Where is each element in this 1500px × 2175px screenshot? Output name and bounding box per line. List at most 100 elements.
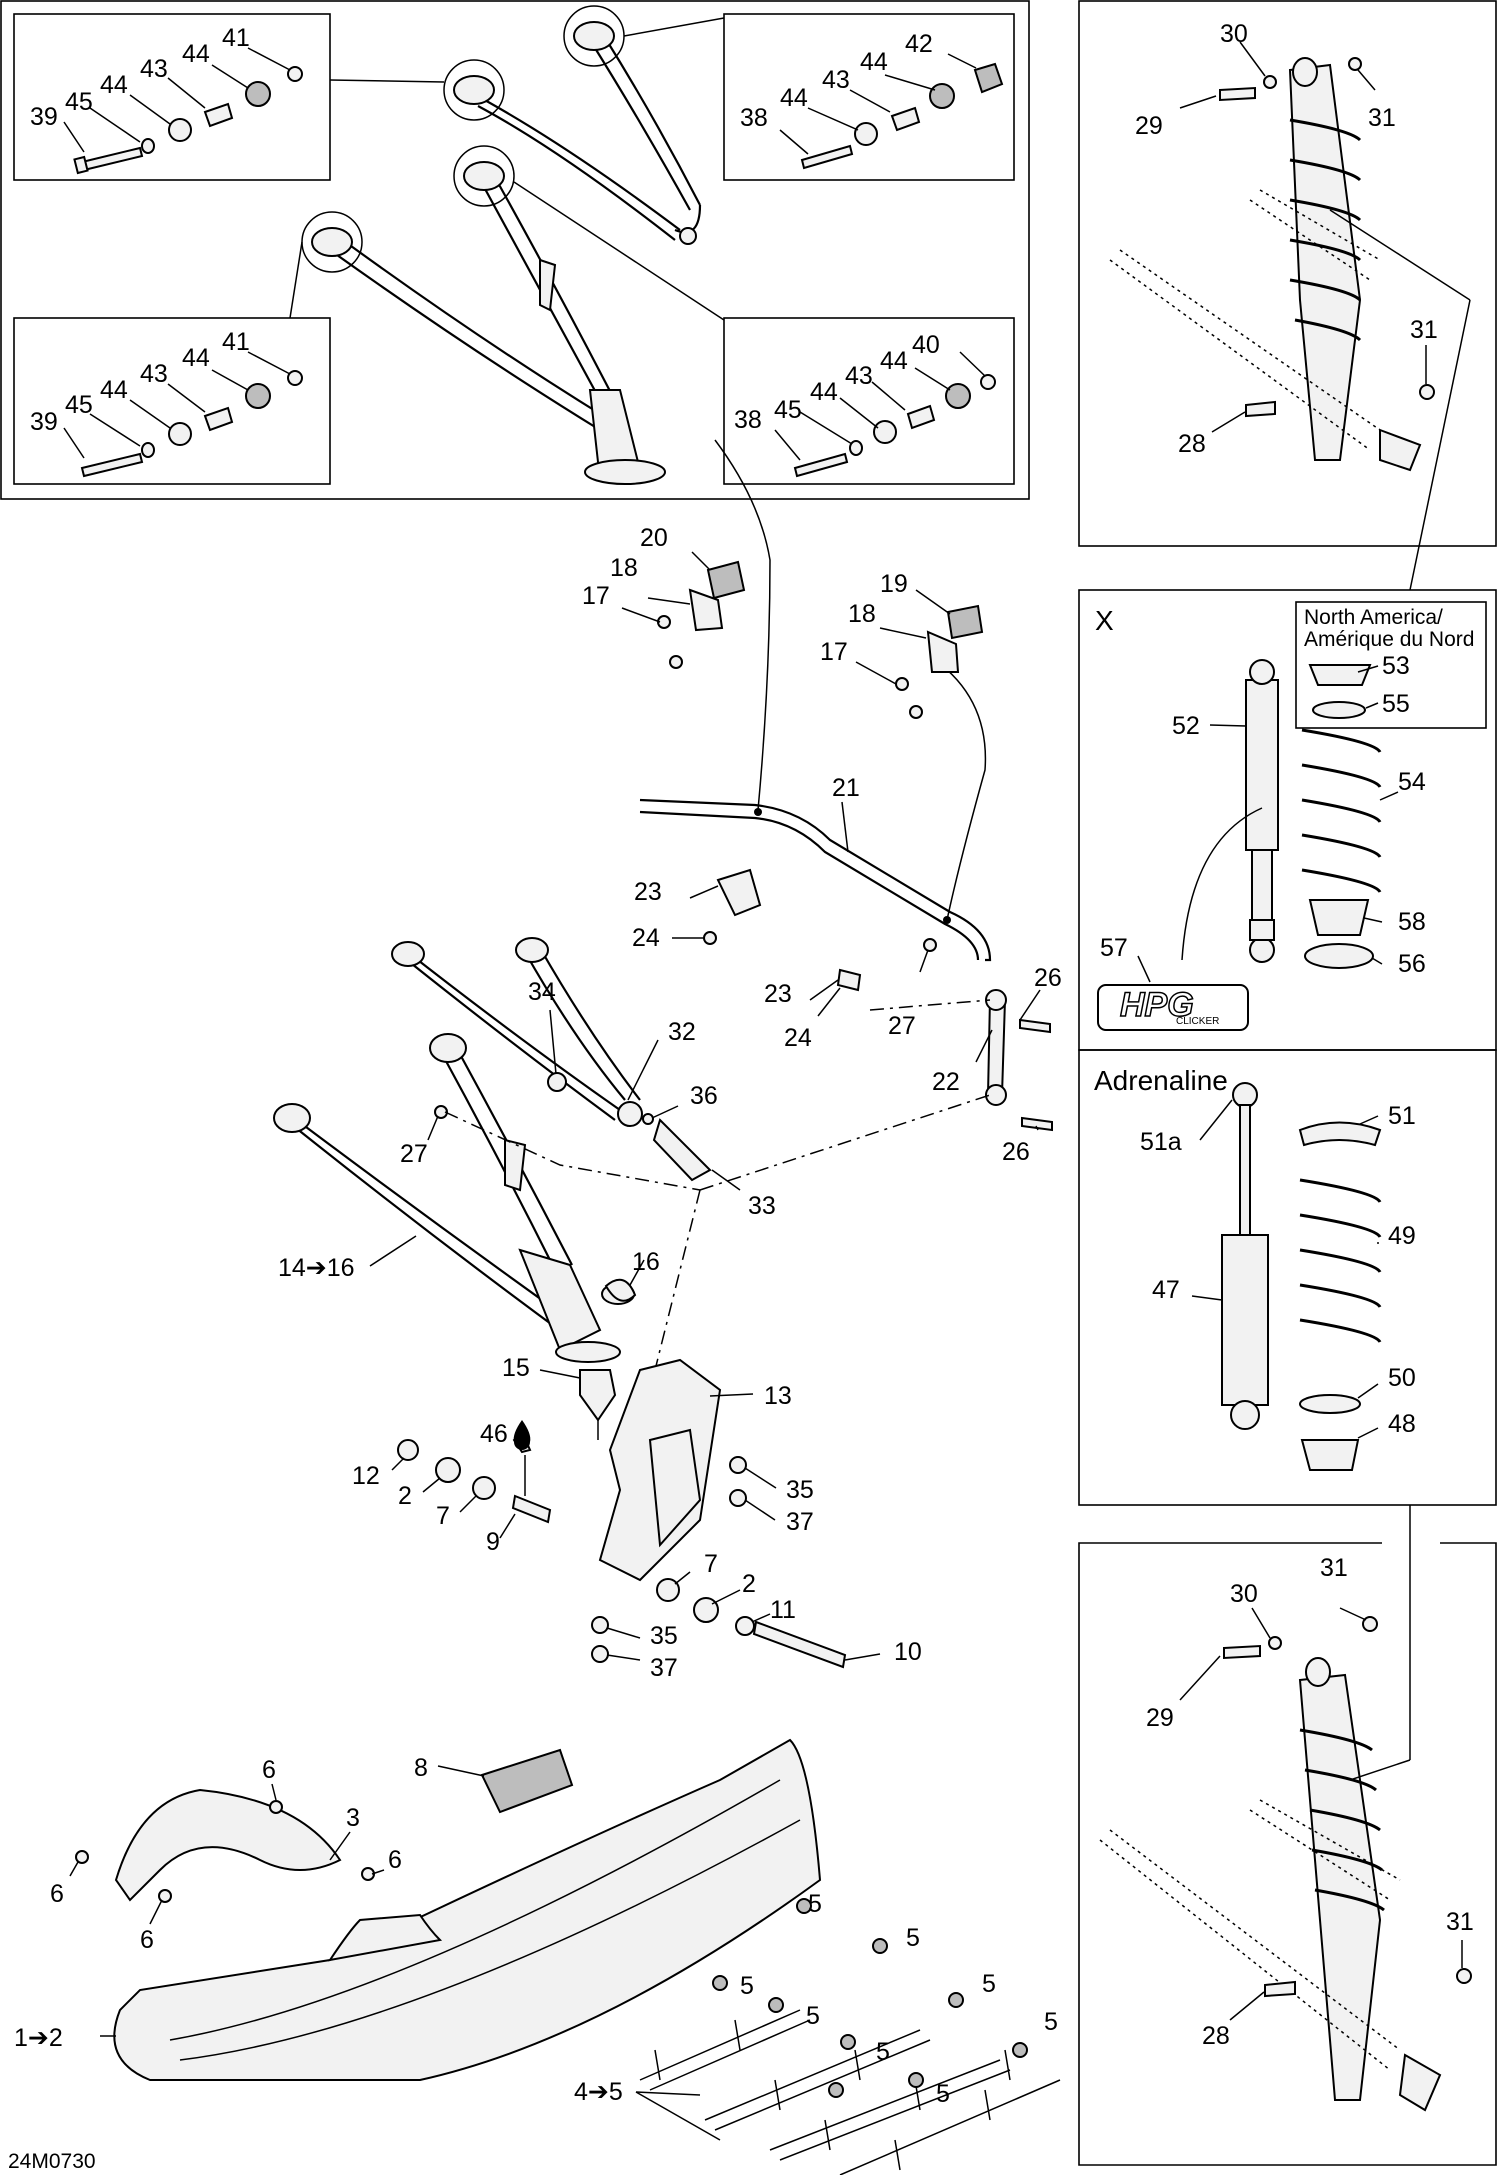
callout-44: 44 [182, 40, 210, 68]
x-shock [1097, 659, 1382, 1031]
inset-top-left [13, 13, 331, 181]
callout-2: 2 [398, 1482, 412, 1510]
callout-39: 39 [30, 103, 58, 131]
shock-assembly-bottom [1099, 1616, 1472, 2112]
diagram-code: 24M0730 [8, 2150, 96, 2173]
hpg-logo: HPG [1120, 986, 1194, 1024]
callout-5: 5 [982, 1970, 996, 1998]
ski-leaders [69, 1765, 485, 2037]
callout-23: 23 [634, 878, 662, 906]
callout-44: 44 [182, 344, 210, 372]
callout-6: 6 [262, 1756, 276, 1784]
panel-x [1078, 589, 1497, 1051]
shock-bottom-leaders [1179, 1607, 1463, 2021]
callout-38: 38 [740, 104, 768, 132]
callout-47: 47 [1152, 1276, 1180, 1304]
callout-44: 44 [810, 378, 838, 406]
callout-18: 18 [848, 600, 876, 628]
callout-51: 51 [1388, 1102, 1416, 1130]
spindle-parts [397, 1189, 847, 1669]
callout-14-16: 14➔16 [278, 1254, 355, 1282]
callout-30: 30 [1220, 20, 1248, 48]
panel-shock-bottom-frame [1078, 1542, 1497, 2166]
callout-31: 31 [1368, 104, 1396, 132]
carbides [635, 1898, 1061, 2175]
panel-adrenaline [1078, 1049, 1497, 1506]
callout-6: 6 [50, 1880, 64, 1908]
callout-44: 44 [880, 347, 908, 375]
callout-1-2: 1➔2 [14, 2024, 63, 2052]
callout-38: 38 [734, 406, 762, 434]
callout-44: 44 [100, 376, 128, 404]
callout-54: 54 [1398, 768, 1426, 796]
callout-21: 21 [832, 774, 860, 802]
callout-12: 12 [352, 1462, 380, 1490]
region-label-line2: Amérique du Nord [1304, 628, 1474, 651]
upper-a-arm-detail [443, 5, 702, 245]
callout-35: 35 [786, 1476, 814, 1504]
callout-57: 57 [1100, 934, 1128, 962]
callout-9: 9 [486, 1528, 500, 1556]
bolt-stack-bottom-right [793, 374, 996, 478]
panel-x-title: X [1095, 605, 1114, 636]
sway-links [699, 868, 1053, 1191]
inset-bottom-left [13, 317, 331, 485]
ski [75, 1738, 822, 2081]
bolt-stack-bottom-left [80, 370, 303, 478]
callout-26: 26 [1034, 964, 1062, 992]
callout-24: 24 [784, 1024, 812, 1052]
bolt-stack-top-right [800, 62, 1004, 170]
callout-17: 17 [582, 582, 610, 610]
callout-35: 35 [650, 1622, 678, 1650]
lower-a-arm-detail [301, 145, 666, 485]
callout-31: 31 [1446, 1908, 1474, 1936]
callout-46: 46 [480, 1420, 508, 1448]
callout-28: 28 [1178, 430, 1206, 458]
callout-27: 27 [400, 1140, 428, 1168]
callout-5: 5 [1044, 2008, 1058, 2036]
callout-48: 48 [1388, 1410, 1416, 1438]
callout-13: 13 [764, 1382, 792, 1410]
callout-5: 5 [906, 1924, 920, 1952]
callout-30: 30 [1230, 1580, 1258, 1608]
oil-drop-icon [513, 1420, 531, 1450]
callout-31: 31 [1410, 316, 1438, 344]
callout-4-5: 4➔5 [574, 2078, 623, 2106]
panel-a-arms-detail [0, 0, 1030, 500]
panel-adrenaline-title: Adrenaline [1094, 1065, 1228, 1096]
x-leaders [1137, 665, 1399, 983]
callout-8: 8 [414, 1754, 428, 1782]
callout-42: 42 [905, 30, 933, 58]
panel-a-leader-lines [289, 17, 725, 321]
callout-3: 3 [346, 1804, 360, 1832]
callout-53: 53 [1382, 652, 1410, 680]
callout-45: 45 [65, 391, 93, 419]
callout-29: 29 [1135, 112, 1163, 140]
callout-11: 11 [770, 1596, 796, 1624]
callout-43: 43 [140, 55, 168, 83]
callout-56: 56 [1398, 950, 1426, 978]
shock-assembly-top [1109, 57, 1435, 472]
callout-49: 49 [1388, 1222, 1416, 1250]
callout-41: 41 [222, 328, 250, 356]
callout-26: 26 [1002, 1138, 1030, 1166]
inset-leaders [63, 47, 986, 461]
panel-shock-top [1078, 0, 1497, 547]
callout-5: 5 [806, 2002, 820, 2030]
callout-2: 2 [742, 1570, 756, 1598]
callout-43: 43 [140, 360, 168, 388]
callout-52: 52 [1172, 712, 1200, 740]
callout-32: 32 [668, 1018, 696, 1046]
callout-50: 50 [1388, 1364, 1416, 1392]
upper-a-arm [391, 937, 712, 1182]
callout-5: 5 [876, 2038, 890, 2066]
inset-bottom-right [723, 317, 1015, 485]
region-box [1295, 601, 1487, 729]
callout-43: 43 [845, 362, 873, 390]
callout-45: 45 [774, 396, 802, 424]
inset-top-right [723, 13, 1015, 181]
callout-27: 27 [888, 1012, 916, 1040]
adrenaline-shock [1221, 1082, 1382, 1471]
callout-44: 44 [780, 84, 808, 112]
callout-37: 37 [786, 1508, 814, 1536]
